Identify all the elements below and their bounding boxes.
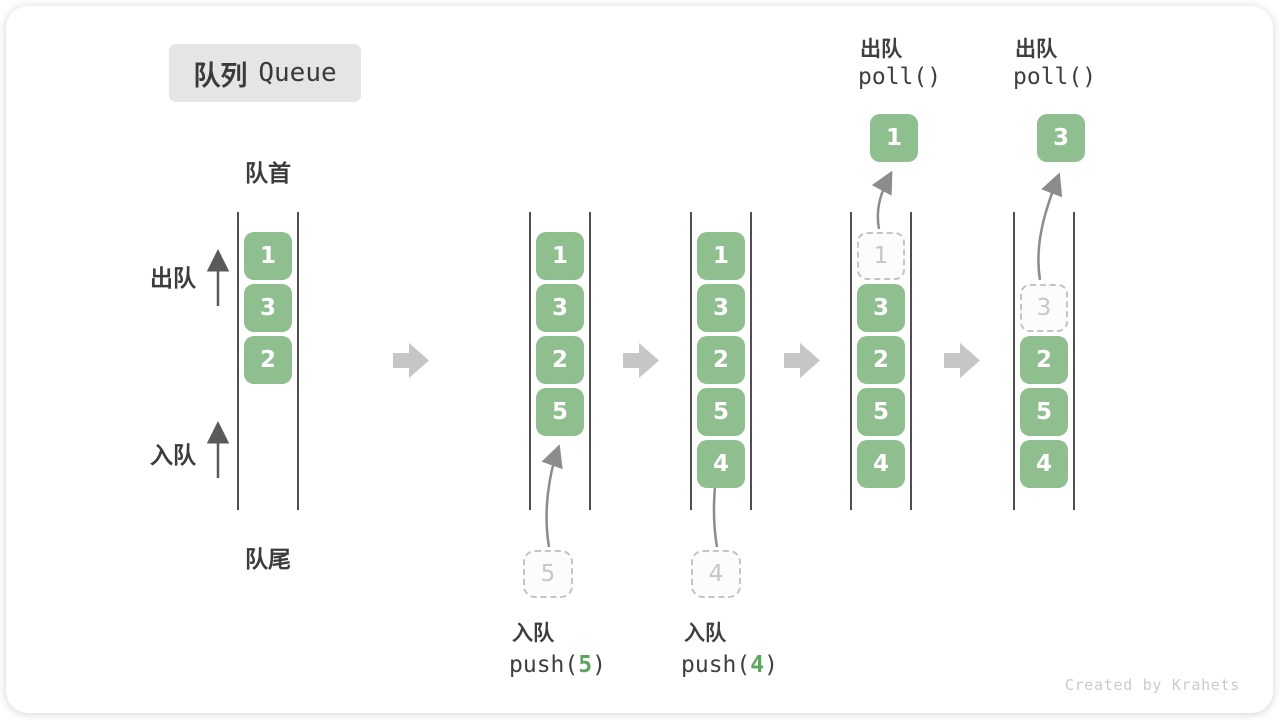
queue-column: 1 3 2 5 4 [850, 212, 912, 510]
enqueue-op-label: 入队 [512, 621, 554, 645]
queue-cell: 2 [697, 336, 745, 384]
queue-column: 1 3 2 5 4 [690, 212, 752, 510]
queue-cell: 5 [1020, 388, 1068, 436]
code-text: ) [764, 652, 778, 678]
title-en: Queue [258, 58, 337, 88]
queue-cell: 4 [857, 440, 905, 488]
queue-cell: 1 [697, 232, 745, 280]
polled-value-box: 3 [1037, 114, 1085, 162]
code-text: push( [681, 652, 751, 678]
push-code-label: push(5) [509, 652, 606, 678]
incoming-value-box: 5 [523, 550, 573, 598]
dequeue-op-label: 出队 [860, 37, 902, 61]
push-code-label: push(4) [681, 652, 778, 678]
diagram-card [6, 6, 1273, 713]
queue-cell: 5 [857, 388, 905, 436]
queue-cell: 5 [536, 388, 584, 436]
queue-cell: 3 [697, 284, 745, 332]
polled-value-box: 1 [870, 114, 918, 162]
queue-cell: 3 [857, 284, 905, 332]
queue-column: 3 2 5 4 [1013, 212, 1075, 510]
label-queue-rear: 队尾 [245, 547, 291, 573]
title-badge: 队列 Queue [169, 44, 361, 102]
code-argument: 4 [750, 652, 765, 678]
queue-cell: 4 [697, 440, 745, 488]
watermark: Created by Krahets [1064, 676, 1240, 694]
queue-cell: 1 [536, 232, 584, 280]
code-text: ) [592, 652, 606, 678]
label-queue-front: 队首 [245, 161, 291, 187]
poll-code-label: poll() [1013, 64, 1097, 90]
enqueue-op-label: 入队 [684, 621, 726, 645]
label-enqueue-direction: 入队 [150, 443, 196, 469]
queue-cell: 5 [697, 388, 745, 436]
queue-column: 1 3 2 [237, 212, 299, 510]
queue-cell: 3 [536, 284, 584, 332]
queue-column: 1 3 2 5 [529, 212, 591, 510]
queue-cell: 4 [1020, 440, 1068, 488]
code-argument: 5 [578, 652, 593, 678]
queue-cell: 1 [244, 232, 292, 280]
incoming-value-box: 4 [691, 550, 741, 598]
dequeue-op-label: 出队 [1015, 37, 1057, 61]
code-text: push( [509, 652, 579, 678]
queue-cell: 3 [244, 284, 292, 332]
title-zh: 队列 [193, 60, 248, 92]
ghost-cell: 1 [857, 232, 905, 280]
ghost-cell: 3 [1020, 284, 1068, 332]
queue-cell: 2 [857, 336, 905, 384]
label-dequeue-direction: 出队 [150, 266, 196, 292]
poll-code-label: poll() [858, 64, 942, 90]
queue-cell: 2 [1020, 336, 1068, 384]
queue-cell: 2 [244, 336, 292, 384]
queue-cell: 2 [536, 336, 584, 384]
